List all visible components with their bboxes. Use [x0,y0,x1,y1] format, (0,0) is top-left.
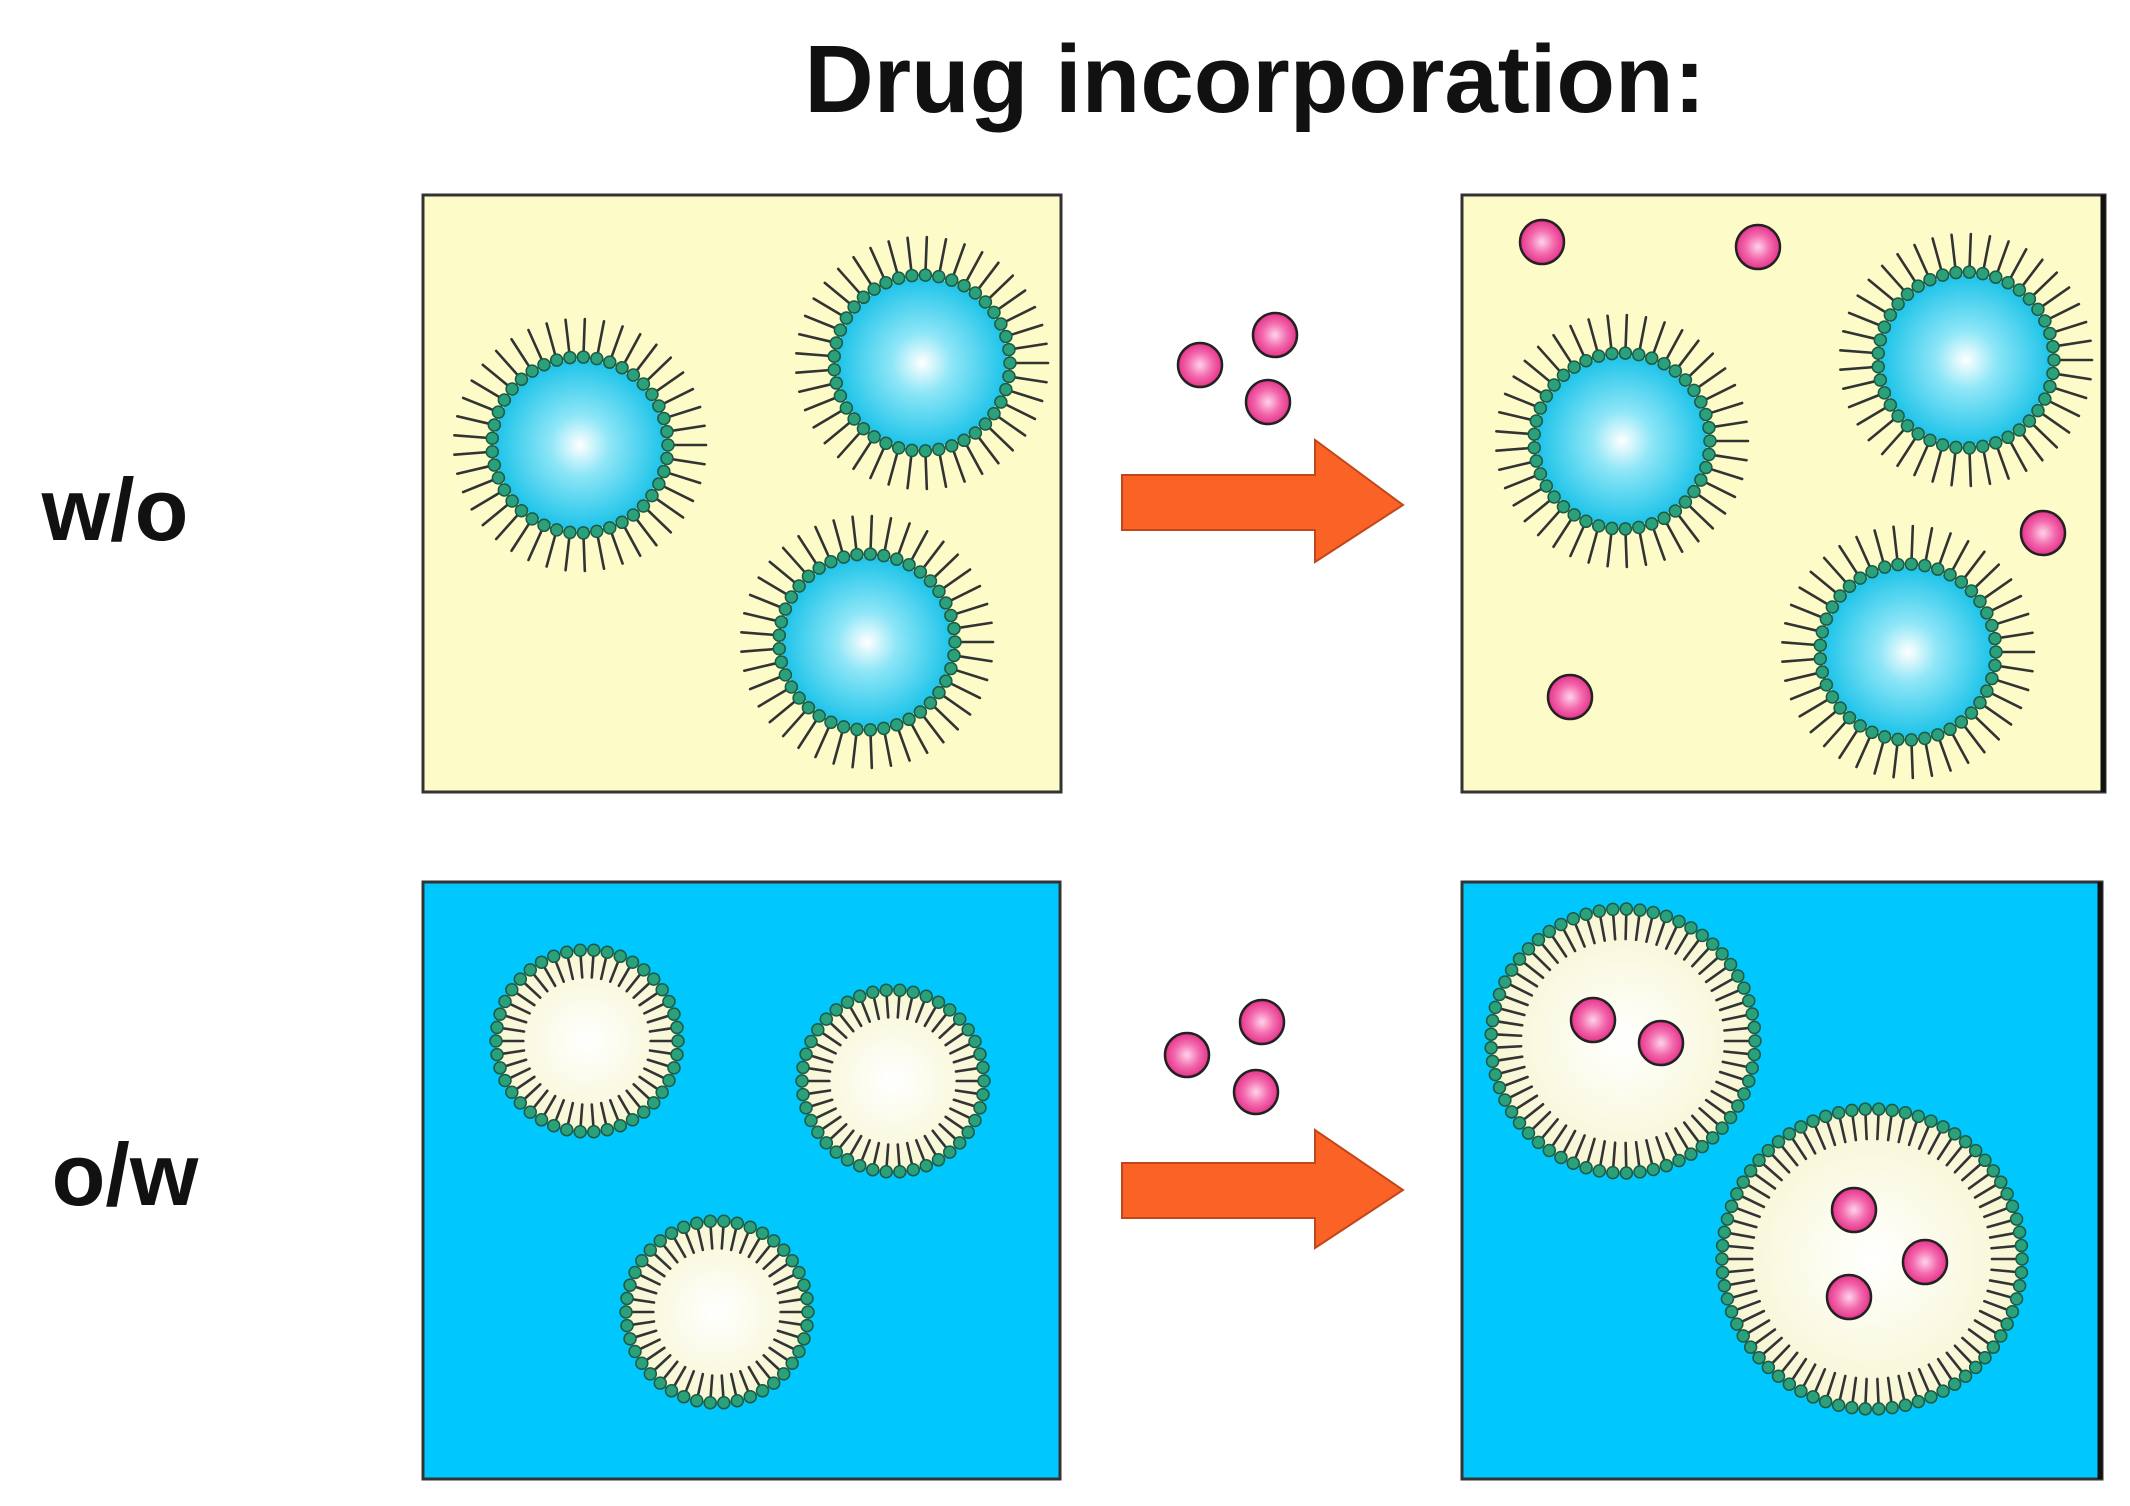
drug-molecule-icon [1232,1068,1280,1116]
oil-droplet-icon [619,1214,815,1410]
oil-droplet-icon [795,983,991,1179]
drug-molecule-icon [2019,509,2067,557]
diagram-title: Drug incorporation: [804,26,1705,133]
process-arrow-icon [1121,1128,1405,1250]
drug-group-ow [1163,998,1286,1116]
drug-group-wo [1176,311,1299,426]
panel-wo-before [421,193,1063,794]
drug-molecule-icon [1251,311,1299,359]
drug-molecule-icon [1569,996,1617,1044]
drug-molecule-icon [1637,1019,1685,1067]
drug-molecule-icon [1734,223,1782,271]
oil-droplet-icon [1484,902,1762,1180]
row-label-wo: w/o [41,460,189,559]
drug-molecule-icon [1163,1031,1211,1079]
drug-molecule-icon [1825,1273,1873,1321]
drug-molecule-icon [1176,341,1224,389]
water-droplet-icon [1781,524,2036,780]
water-droplet-icon [795,235,1050,491]
panel-wo-after [1460,193,2107,794]
drug-molecule-icon [1546,673,1594,721]
water-droplet-icon [453,317,708,573]
panel-ow-after [1460,880,2104,1481]
process-arrow-icon [1121,438,1405,564]
drug-molecule-icon [1901,1238,1949,1286]
oil-droplet-icon [1715,1102,2029,1416]
water-droplet-icon [1495,313,1750,569]
drug-molecule-icon [1238,998,1286,1046]
row-label-ow: o/w [52,1125,199,1224]
oil-droplet-icon [489,943,685,1139]
water-droplet-icon [740,514,995,770]
water-droplet-icon [1839,232,2094,488]
drug-molecule-icon [1244,378,1292,426]
drug-molecule-icon [1830,1186,1878,1234]
drug-molecule-icon [1518,218,1566,266]
panel-ow-before [421,880,1062,1481]
